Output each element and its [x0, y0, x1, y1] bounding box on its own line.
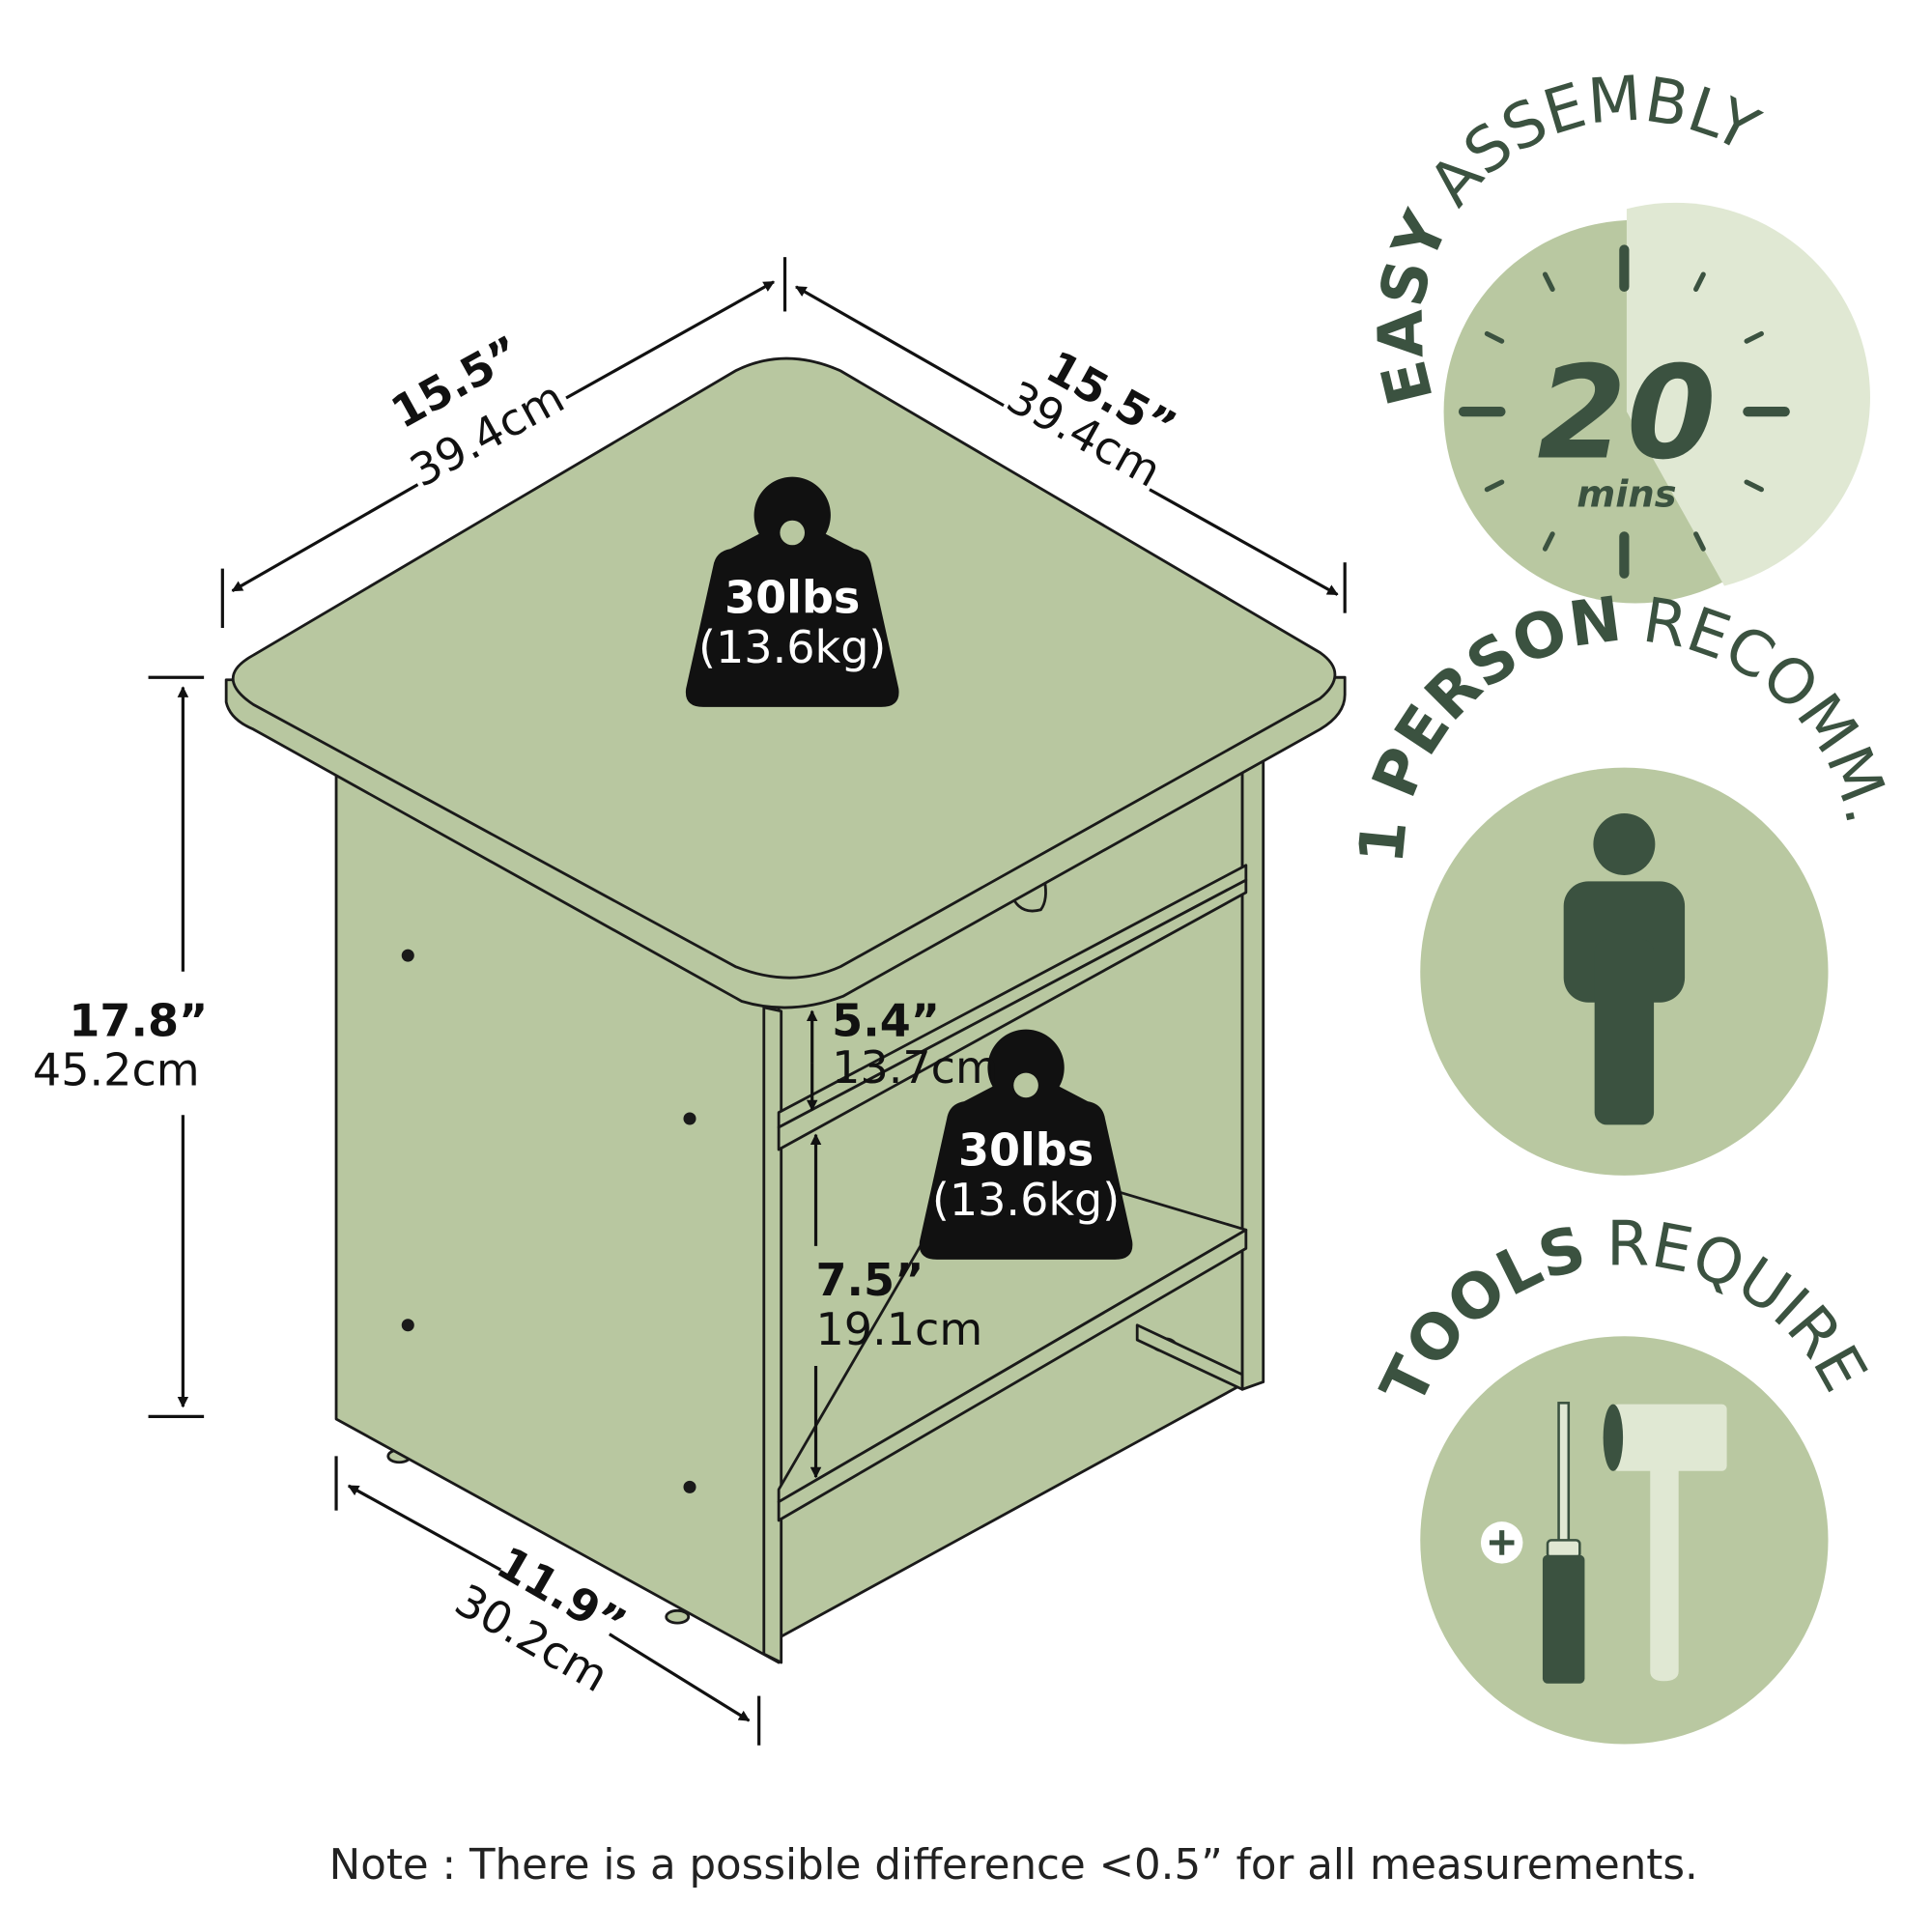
upper-opening-cm: 13.7cm — [832, 1041, 999, 1094]
weight-icon — [685, 476, 899, 707]
lower-opening-in: 7.5” — [816, 1254, 924, 1306]
mallet-icon — [1603, 1404, 1727, 1682]
weight-icon — [919, 1029, 1133, 1260]
shelf-weight-kg: (13.6kg) — [932, 1174, 1120, 1226]
top-weight-lbs: 30lbs — [724, 572, 860, 624]
clock-icon — [1458, 244, 1790, 579]
lower-opening-cm: 19.1cm — [816, 1303, 983, 1355]
assembly-title-light: ASSEMBLY — [1416, 64, 1770, 220]
measurement-note: Note : There is a possible difference <0… — [329, 1841, 1698, 1889]
upper-opening-in: 5.4” — [832, 994, 940, 1046]
screwdriver-icon — [1542, 1402, 1585, 1684]
height-in: 17.8” — [69, 994, 208, 1046]
drawer-bottom — [777, 878, 1248, 1151]
person-icon — [1563, 812, 1686, 1125]
height-cm: 45.2cm — [33, 1043, 200, 1095]
assembly-unit: mins — [1577, 473, 1676, 517]
right-back-panel — [1240, 754, 1265, 1391]
shelf-weight-lbs: 30lbs — [958, 1124, 1094, 1177]
plus-icon — [1480, 1521, 1523, 1564]
assembly-badge: 20 mins EASYASSEMBLY — [1366, 64, 1870, 604]
lower-shelf-front — [777, 1228, 1248, 1522]
top-weight-kg: (13.6kg) — [698, 621, 886, 673]
dimension-lines — [148, 257, 1347, 1746]
front-edge — [762, 1006, 783, 1664]
assembly-minutes: 20 — [1537, 338, 1716, 488]
